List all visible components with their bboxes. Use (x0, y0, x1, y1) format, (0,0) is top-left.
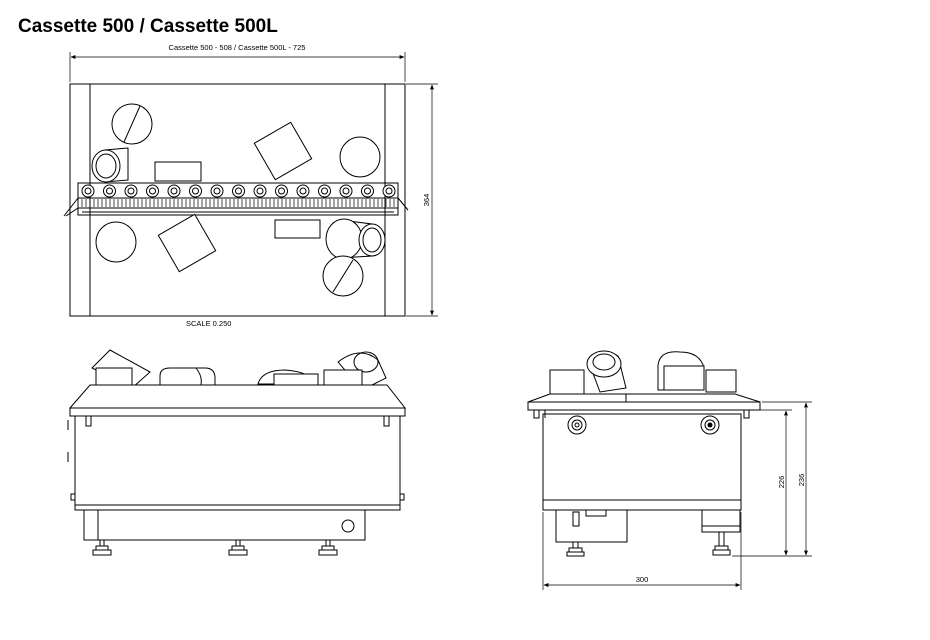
side-log-block-right (705, 369, 737, 393)
width-dimension: Cassette 500 - 508 / Cassette 500L - 725 (69, 43, 406, 82)
rail-knob (275, 184, 288, 198)
side-height-dimensions: 226 236 (732, 401, 812, 557)
top-log-2 (91, 147, 129, 183)
side-lid (527, 393, 761, 403)
rail-knob (382, 184, 396, 198)
side-valve-box (701, 509, 741, 533)
burner-rail (63, 182, 409, 217)
rail-knob (146, 184, 159, 198)
rail-knob (103, 184, 116, 198)
rail-knob (189, 184, 202, 198)
height-226-label: 226 (777, 476, 786, 489)
rail-knob (232, 184, 245, 198)
rail-knob (361, 184, 374, 198)
front-lid (68, 384, 407, 409)
side-foot-left (566, 541, 585, 557)
side-log-left (586, 350, 627, 393)
depth-300-label: 300 (636, 575, 649, 584)
depth-dimension-label: 364 (422, 194, 431, 207)
rail-knob (124, 184, 138, 198)
top-log-1 (111, 103, 153, 145)
side-depth-dimension: 300 (542, 512, 742, 590)
rail-knob (339, 184, 353, 198)
width-dimension-label: Cassette 500 - 508 / Cassette 500L - 725 (169, 43, 306, 52)
scale-label: SCALE 0.250 (186, 319, 231, 328)
side-connector-left (567, 415, 587, 435)
bottom-log-3 (322, 255, 364, 297)
front-foot-1 (92, 539, 112, 556)
side-lower-box (555, 509, 628, 543)
bottom-log-1 (95, 221, 137, 263)
side-connector-right (700, 415, 720, 435)
side-rim (527, 401, 761, 411)
rail-knob (167, 184, 181, 198)
top-label-plate-1 (154, 161, 202, 182)
page-title: Cassette 500 / Cassette 500L (18, 16, 278, 37)
front-foot-2 (228, 539, 248, 556)
top-log-block-1 (253, 121, 313, 181)
side-foot-right (712, 531, 731, 556)
front-lower-box (83, 509, 366, 541)
rail-knob (253, 184, 267, 198)
front-foot-3 (318, 539, 338, 556)
front-valve (341, 519, 355, 533)
top-view: Cassette 500 - 508 / Cassette 500L - 725… (63, 43, 438, 328)
side-log-block-left (549, 369, 585, 395)
front-rim (69, 407, 406, 417)
rail-knob (318, 184, 331, 198)
top-label-plate-2 (274, 219, 321, 239)
rail-knob (81, 184, 95, 198)
bottom-log-2 (325, 218, 386, 260)
front-view (67, 349, 407, 556)
rail-knob (296, 184, 310, 198)
rail-knob (210, 184, 224, 198)
top-view-frame (69, 83, 406, 317)
front-body (74, 415, 401, 511)
bottom-log-block-1 (157, 213, 217, 273)
height-236-label: 236 (797, 474, 806, 487)
top-log-3 (339, 136, 381, 178)
side-log-right (657, 351, 705, 391)
side-view: 226 236 300 (527, 350, 812, 590)
depth-dimension: 364 (406, 83, 438, 317)
front-log-left (91, 349, 151, 389)
